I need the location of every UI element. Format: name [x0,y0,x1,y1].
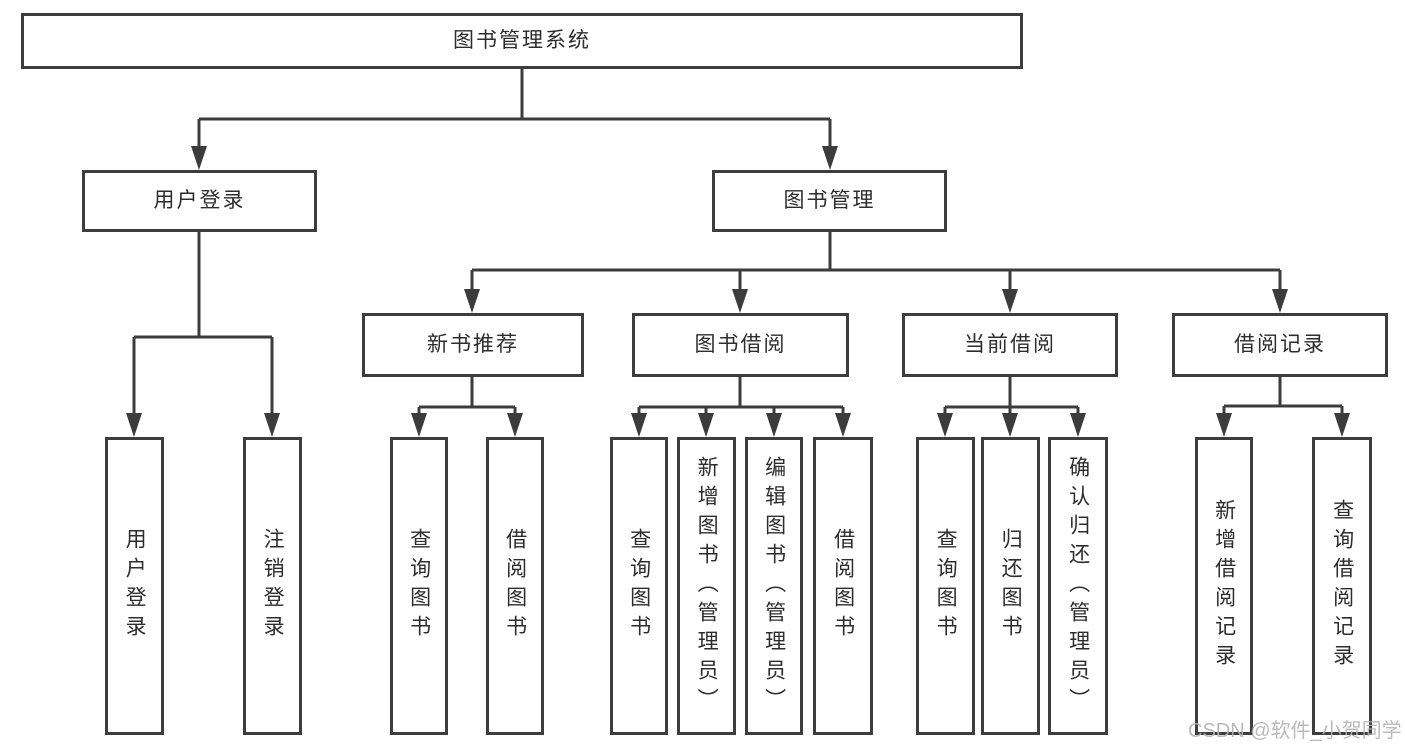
leaf-user-login: 用户登录 [105,437,164,735]
node-label: 用户登录 [153,189,246,213]
arrow-down-icon [1272,289,1288,313]
node-label: 当前借阅 [964,333,1056,357]
node-root: 图书管理系统 [21,13,1023,69]
node-new-book-recommend: 新书推荐 [362,313,584,377]
node-label: 图书借阅 [694,333,787,357]
leaf-confirm-return-admin: 确认归还（管理员） [1048,437,1108,735]
leaf-query-book-3: 查询图书 [916,437,975,735]
arrow-down-icon [1002,289,1018,313]
node-label: 图书管理 [783,189,876,213]
leaf-edit-book-admin: 编辑图书（管理员） [745,437,803,735]
arrow-down-icon [822,146,838,170]
node-label: 新书推荐 [427,333,519,357]
leaf-borrow-book-1: 借阅图书 [486,437,544,735]
node-label: 确认归还（管理员） [1066,455,1090,717]
node-borrow-records: 借阅记录 [1172,313,1388,377]
node-label: 查询图书 [934,528,958,644]
node-current-borrow: 当前借阅 [902,313,1118,377]
arrow-down-icon [1216,413,1232,437]
leaf-add-book-admin: 新增图书（管理员） [677,437,736,735]
node-label: 查询图书 [407,528,431,644]
node-label: 新增图书（管理员） [695,455,719,717]
leaf-add-borrow-record: 新增借阅记录 [1195,437,1253,735]
arrow-down-icon [464,289,480,313]
arrow-down-icon [631,413,647,437]
arrow-down-icon [937,413,953,437]
leaf-query-borrow-record: 查询借阅记录 [1312,437,1372,735]
arrow-down-icon [732,289,748,313]
arrow-down-icon [1070,413,1086,437]
leaf-return-book: 归还图书 [981,437,1040,735]
node-label: 查询借阅记录 [1330,499,1354,673]
arrow-down-icon [126,413,142,437]
leaf-query-book-1: 查询图书 [390,437,448,735]
arrow-down-icon [835,413,851,437]
node-user-login: 用户登录 [82,170,317,232]
node-label: 图书管理系统 [453,29,591,53]
leaf-query-book-2: 查询图书 [610,437,668,735]
node-book-management: 图书管理 [712,170,947,232]
node-label: 借阅记录 [1234,333,1326,357]
arrow-down-icon [191,146,207,170]
leaf-borrow-book-2: 借阅图书 [813,437,873,735]
node-label: 编辑图书（管理员） [762,455,786,717]
leaf-logout: 注销登录 [243,437,302,735]
watermark: CSDN @软件_小贺同学 [1188,720,1402,742]
node-book-borrow: 图书借阅 [632,313,849,377]
arrow-down-icon [264,413,280,437]
arrow-down-icon [1002,413,1018,437]
node-label: 用户登录 [123,528,147,644]
node-label: 注销登录 [261,528,285,644]
node-label: 借阅图书 [503,528,527,644]
arrow-down-icon [507,413,523,437]
arrow-down-icon [1334,413,1350,437]
connector-arrows [126,146,1350,437]
arrow-down-icon [411,413,427,437]
arrow-down-icon [698,413,714,437]
node-label: 查询图书 [627,528,651,644]
node-label: 新增借阅记录 [1212,499,1236,673]
node-label: 归还图书 [999,528,1023,644]
arrow-down-icon [766,413,782,437]
node-label: 借阅图书 [831,528,855,644]
